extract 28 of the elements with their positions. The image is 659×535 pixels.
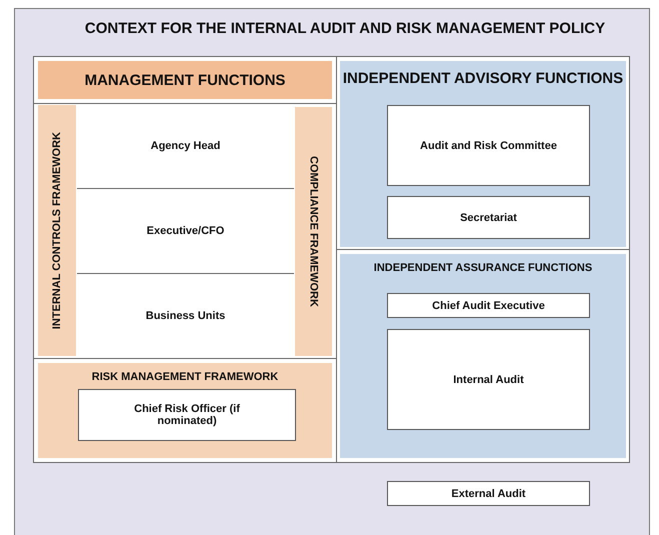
panel-heading: INDEPENDENT ADVISORY FUNCTIONS [342, 70, 624, 87]
panel-heading: RISK MANAGEMENT FRAMEWORK [92, 371, 278, 383]
band-heading: INTERNAL CONTROLS FRAMEWORK [51, 132, 63, 330]
heading-band [38, 61, 332, 99]
cell-text: Agency Head [150, 140, 220, 152]
role-box [387, 329, 590, 430]
function-panel [340, 61, 626, 247]
framework-band [295, 107, 332, 356]
box-text: Chief Audit Executive [432, 300, 545, 312]
role-box [387, 293, 590, 318]
role-box [78, 389, 296, 441]
panel-heading: INDEPENDENT ASSURANCE FUNCTIONS [374, 262, 592, 274]
box-text: Audit and Risk Committee [420, 140, 557, 152]
role-box [387, 196, 590, 239]
cell-text: Executive/CFO [146, 225, 224, 237]
box-text: Internal Audit [453, 374, 524, 386]
box-text: External Audit [451, 488, 526, 500]
band-heading: COMPLIANCE FRAMEWORK [308, 156, 320, 307]
role-box [387, 105, 590, 186]
band-heading: MANAGEMENT FUNCTIONS [84, 72, 286, 88]
function-panel [340, 254, 626, 458]
framework-band [38, 105, 76, 356]
framework-panel [38, 363, 332, 458]
diagram-title: CONTEXT FOR THE INTERNAL AUDIT AND RISK MANAGEMENT POLICY [84, 20, 606, 37]
box-text: Secretariat [460, 212, 517, 224]
box-text: Chief Risk Officer (if nominated) [133, 403, 241, 427]
cell-text: Business Units [146, 310, 226, 322]
role-box [387, 481, 590, 506]
